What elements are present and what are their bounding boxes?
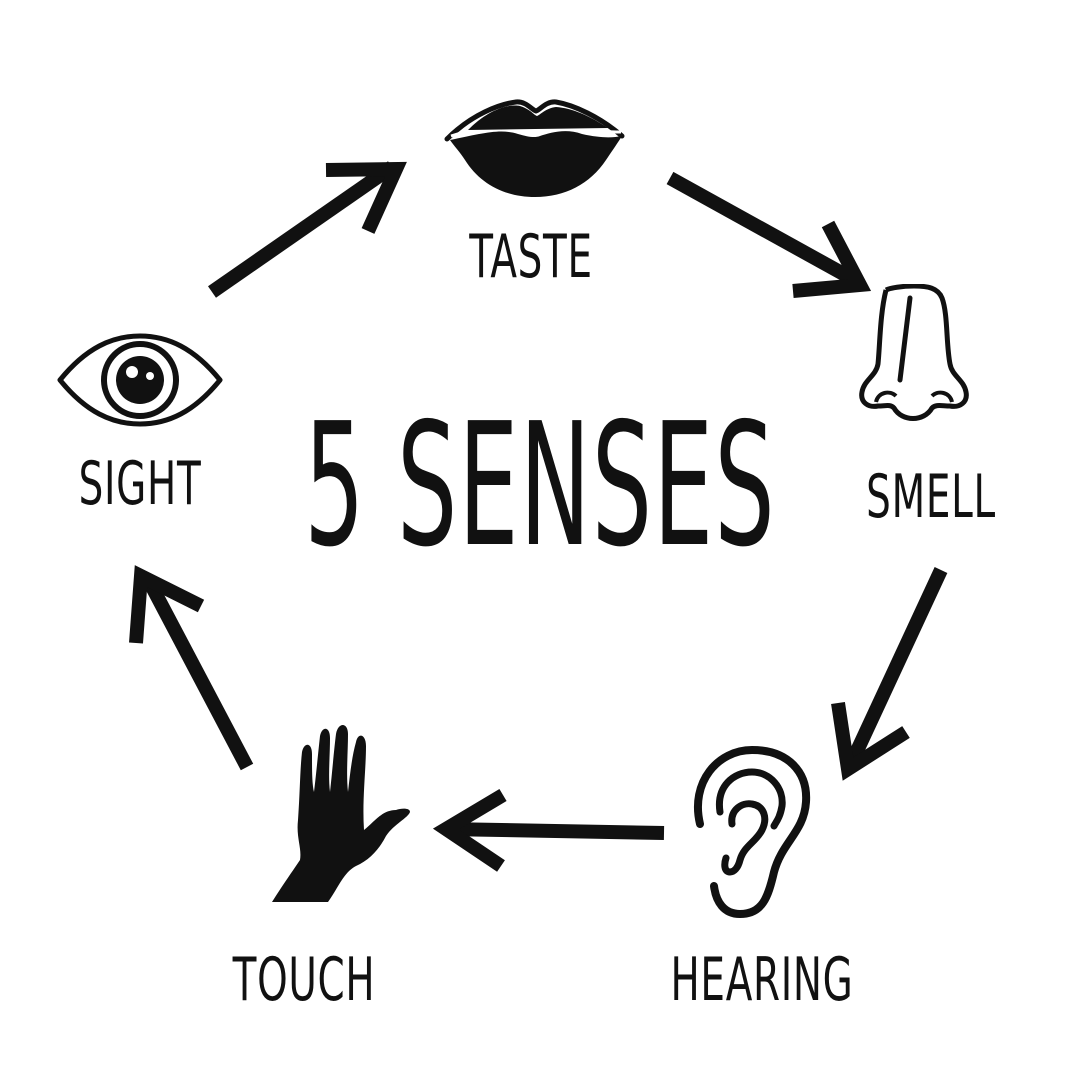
nose-icon xyxy=(859,284,969,421)
sight-label: SIGHT xyxy=(78,449,202,519)
arrow-sight-to-taste xyxy=(208,161,407,298)
smell-label: SMELL xyxy=(866,462,996,532)
arrow-taste-to-smell xyxy=(666,171,872,298)
ear-icon xyxy=(694,745,811,919)
diagram-title: 5 SENSES xyxy=(304,387,776,585)
arrow-touch-to-sight xyxy=(129,565,254,771)
eye-icon xyxy=(57,333,223,427)
arrow-smell-to-hearing xyxy=(831,567,948,781)
arrow-hearing-to-touch xyxy=(432,788,665,872)
touch-label: TOUCH xyxy=(232,945,376,1015)
lips-icon xyxy=(444,99,625,197)
hearing-label: HEARING xyxy=(670,945,854,1015)
taste-label: TASTE xyxy=(469,222,593,292)
hand-icon xyxy=(272,725,410,902)
